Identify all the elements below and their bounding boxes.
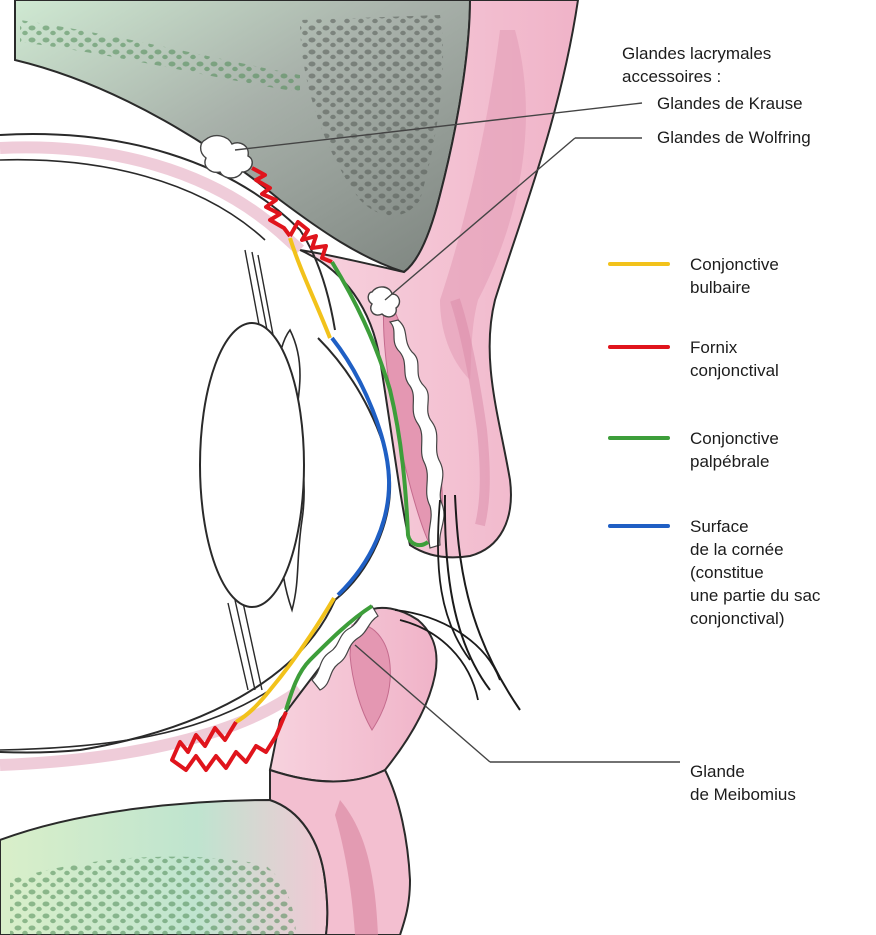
legend-swatch-palpebral	[608, 436, 670, 440]
legend-bulbar: Conjonctive bulbaire	[608, 253, 868, 333]
krause-label: Glandes de Krause	[657, 92, 872, 115]
legend-fornix: Fornix conjonctival	[608, 336, 868, 416]
legend-label-fornix: Fornix conjonctival	[690, 336, 779, 382]
cornea	[318, 338, 390, 600]
legend-cornea: Surface de la cornée (constitue une part…	[608, 515, 868, 655]
legend-palpebral: Conjonctive palpébrale	[608, 427, 868, 507]
legend-label-bulbar: Conjonctive bulbaire	[690, 253, 779, 299]
wolfring-label: Glandes de Wolfring	[657, 126, 872, 149]
legend-swatch-bulbar	[608, 262, 670, 266]
cornea-surface	[332, 338, 389, 595]
legend-swatch-cornea	[608, 524, 670, 528]
accessory-glands-header: Glandes lacrymales accessoires :	[622, 42, 842, 88]
meibomius-label: Glande de Meibomius	[690, 760, 870, 806]
legend-label-palpebral: Conjonctive palpébrale	[690, 427, 779, 473]
legend-label-cornea: Surface de la cornée (constitue une part…	[690, 515, 820, 630]
legend-swatch-fornix	[608, 345, 670, 349]
lens	[200, 323, 304, 607]
